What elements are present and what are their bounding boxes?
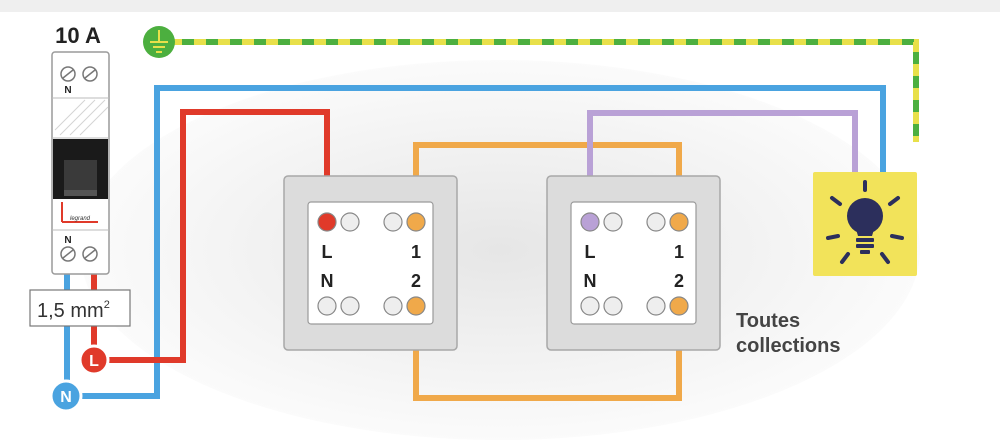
neutral-marker-label: N xyxy=(60,389,72,406)
phase-supply-marker: L xyxy=(78,344,110,376)
phase-marker-label: L xyxy=(89,353,99,370)
switch-2-label-2: 2 xyxy=(674,271,684,291)
phase-wire xyxy=(94,109,330,363)
breaker-bottom-terminal-label: N xyxy=(64,235,71,246)
lightbulb-icon xyxy=(813,172,917,276)
switch-1-label-2: 2 xyxy=(411,271,421,291)
cable-section-box xyxy=(29,289,131,327)
switch-2-label-line: L xyxy=(585,242,596,262)
switch-1 xyxy=(283,175,458,351)
switch-1-label-neutral: N xyxy=(321,271,334,291)
switch-1-label-line: L xyxy=(322,242,333,262)
return-wire xyxy=(587,110,858,222)
top-strip xyxy=(0,0,1000,12)
breaker-rating: 10 A xyxy=(55,23,101,48)
cable-section-label: 1,5 mm2 xyxy=(37,299,110,322)
switch-2-label-1: 1 xyxy=(674,242,684,262)
switch-2 xyxy=(546,175,721,351)
caption-line-2: collections xyxy=(736,335,840,357)
switch-2-label-neutral: N xyxy=(584,271,597,291)
background-glow xyxy=(80,60,920,440)
switch-1-label-1: 1 xyxy=(411,242,421,262)
neutral-supply-marker: N xyxy=(49,379,83,413)
neutral-wire xyxy=(66,85,886,399)
earth-icon xyxy=(143,26,175,58)
breaker-top-terminal-label: N xyxy=(64,85,71,96)
caption-line-1: Toutes xyxy=(736,310,800,332)
earth-wire xyxy=(170,39,919,142)
breaker-brand: legrand xyxy=(70,216,91,222)
circuit-breaker xyxy=(51,51,110,275)
